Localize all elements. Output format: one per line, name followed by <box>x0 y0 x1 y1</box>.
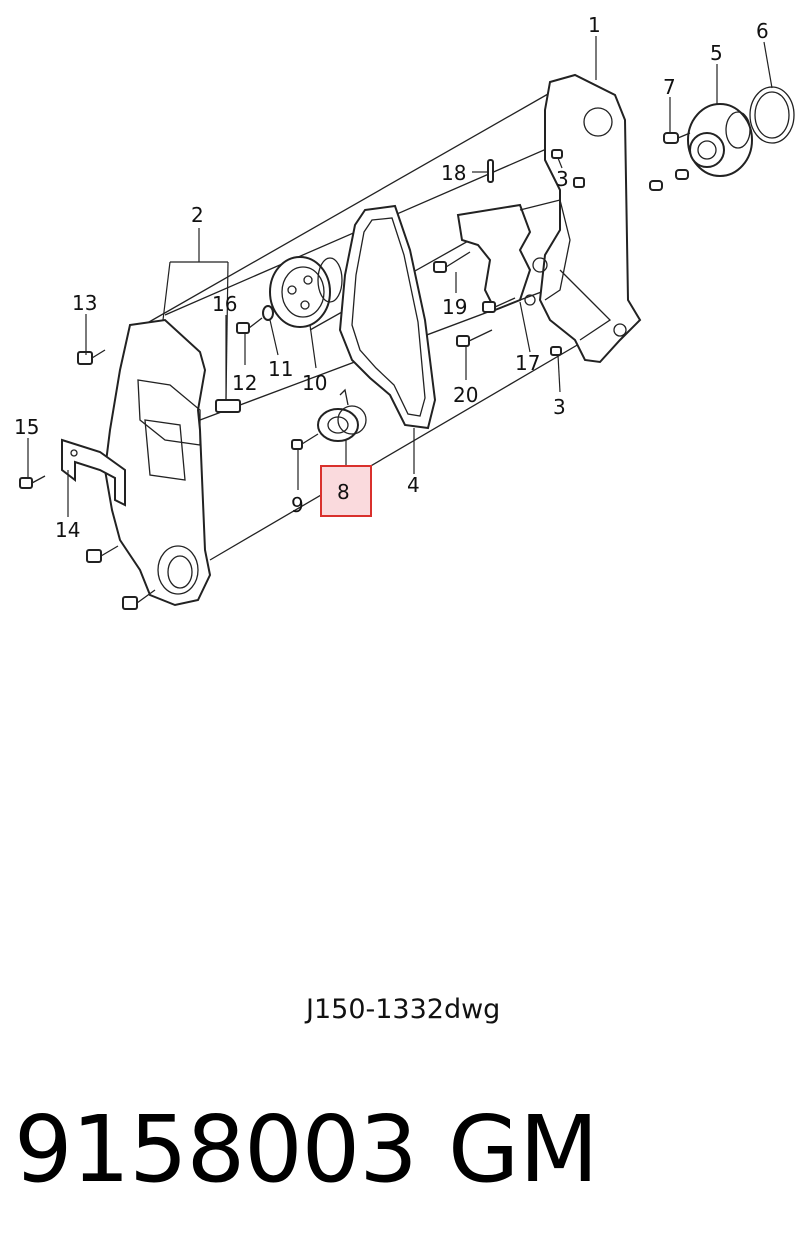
highlighted-callout-8[interactable]: 8 <box>320 465 372 517</box>
callout-label-5: 5 <box>710 41 723 65</box>
callout-label-3-upper: 3 <box>556 167 569 191</box>
seal-strip <box>215 399 241 413</box>
callout-label-11: 11 <box>268 357 293 381</box>
callout-label-7: 7 <box>663 75 676 99</box>
brand-name: GM <box>448 1096 599 1203</box>
water-pump-gasket <box>749 86 795 144</box>
rear-timing-cover <box>538 73 642 364</box>
part-number: 9158003 <box>14 1096 418 1203</box>
bolts <box>19 149 585 610</box>
leader-lines <box>27 36 773 517</box>
callout-labels: 1 2 3 3 3 4 5 6 7 9 10 11 12 13 14 15 16… <box>14 13 769 542</box>
callout-label-17: 17 <box>515 351 540 375</box>
callout-label-12: 12 <box>232 371 257 395</box>
callout-label-9: 9 <box>291 493 304 517</box>
callout-label-13: 13 <box>72 291 97 315</box>
cover-gasket <box>61 438 126 507</box>
highlight-box <box>320 465 372 517</box>
callout-label-4: 4 <box>407 473 420 497</box>
water-pump-bolts <box>649 132 691 191</box>
callout-label-6: 6 <box>756 19 769 43</box>
washer <box>262 305 274 321</box>
callout-label-10: 10 <box>302 371 327 395</box>
callout-label-8-highlighted: 8 <box>337 480 350 504</box>
callout-label-16: 16 <box>212 292 237 316</box>
callout-label-18: 18 <box>441 161 466 185</box>
callout-label-15: 15 <box>14 415 39 439</box>
callout-label-20: 20 <box>453 383 478 407</box>
cam-pulley <box>269 256 343 328</box>
belt-tensioner <box>317 388 367 442</box>
callout-label-19: 19 <box>442 295 467 319</box>
callout-label-14: 14 <box>55 518 80 542</box>
water-pump <box>687 103 753 177</box>
drawing-code: J150-1332dwg <box>306 994 501 1025</box>
callout-label-2: 2 <box>191 203 204 227</box>
front-timing-cover <box>103 318 212 607</box>
callout-label-1: 1 <box>588 13 601 37</box>
timing-belt <box>338 204 437 430</box>
engine-mount-bracket <box>456 199 571 312</box>
callout-label-3-lower: 3 <box>553 395 566 419</box>
exploded-parts-diagram: 1 2 3 3 3 4 5 6 7 9 10 11 12 13 14 15 16… <box>14 13 795 610</box>
